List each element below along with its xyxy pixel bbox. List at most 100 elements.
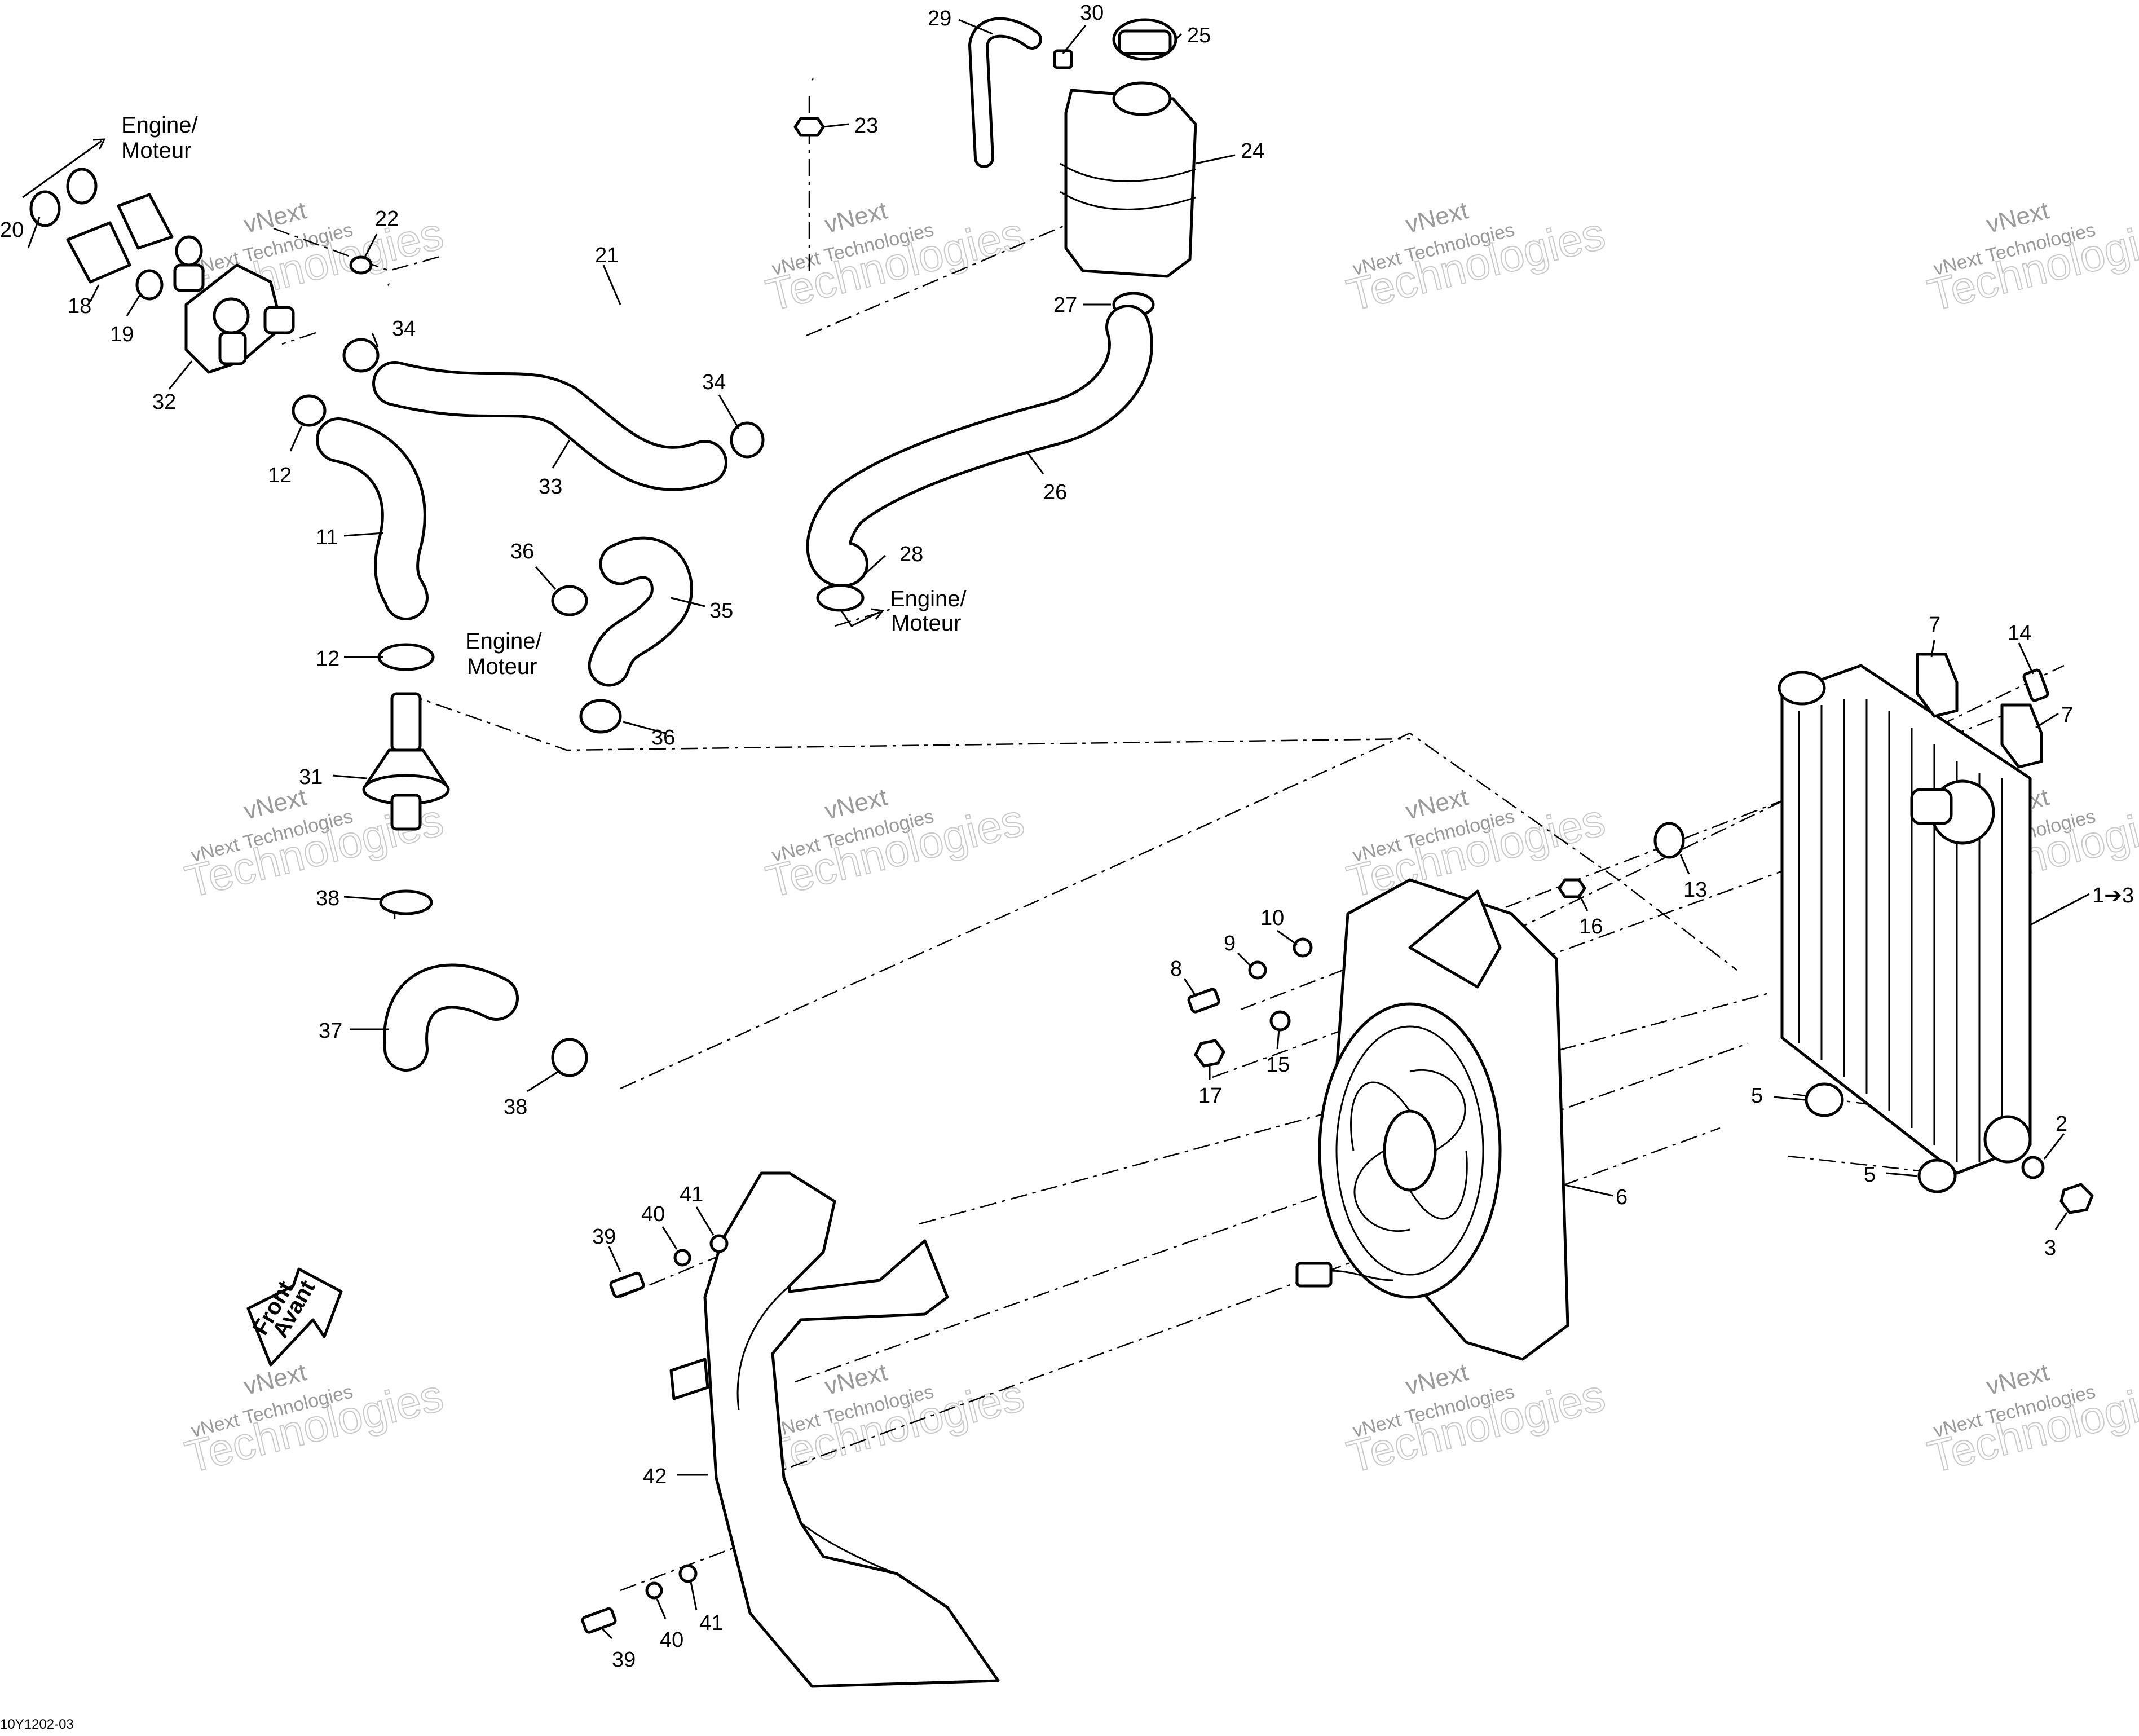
screw-8: [1187, 988, 1220, 1014]
washer-41-bottom: [678, 1564, 698, 1583]
callout-9: 9: [1224, 932, 1236, 955]
callout-12-bottom: 12: [316, 647, 339, 671]
washer-10: [1293, 937, 1313, 958]
engine-note-mid-line2: Moteur: [467, 654, 537, 679]
watermark: vNext vNext Technologies Technologies: [1342, 1358, 1611, 1483]
callout-19: 19: [110, 323, 134, 346]
washer-9: [1248, 960, 1267, 980]
watermark: vNext vNext Technologies Technologies: [180, 1358, 449, 1483]
callout-1-3: 1➔3: [2092, 884, 2134, 907]
callout-31: 31: [299, 765, 323, 789]
small-hoses-top-left: [29, 168, 203, 301]
bleed-hose: [387, 68, 814, 320]
radiator: [1778, 664, 2032, 1175]
engine-note-top-line2: Moteur: [121, 138, 192, 163]
clamp-22: [349, 255, 373, 275]
washer-2: [2021, 1156, 2045, 1179]
callout-16: 16: [1579, 915, 1603, 939]
washer-15: [1269, 1010, 1291, 1032]
watermark: vNext vNext Technologies Technologies: [761, 783, 1030, 907]
callout-42: 42: [643, 1465, 667, 1488]
callouts: 20 18 19 32 22 21 34 34 33 12 11 12 31 3…: [0, 1, 2134, 1672]
callout-38-bottom: 38: [504, 1095, 527, 1119]
callout-15: 15: [1266, 1053, 1290, 1077]
callout-39-top: 39: [592, 1225, 616, 1249]
bracket-7-top: [1916, 653, 1959, 718]
callout-2: 2: [2056, 1112, 2067, 1136]
callout-8: 8: [1170, 957, 1182, 981]
watermark: vNext vNext Technologies Technologies: [1342, 196, 1611, 321]
callout-36-bottom: 36: [651, 726, 675, 750]
callout-39-bottom: 39: [612, 1648, 636, 1672]
screw-14: [2022, 668, 2049, 702]
washer-41-top: [709, 1234, 729, 1253]
callout-12-top: 12: [268, 464, 292, 487]
screw-39-bottom: [581, 1607, 617, 1634]
clamp-38-bottom: [551, 1038, 588, 1077]
clamp-34-right: [730, 421, 765, 459]
callout-34-left: 34: [392, 317, 416, 341]
nut-23: [793, 117, 825, 137]
callout-18: 18: [68, 294, 91, 318]
watermark: vNext vNext Technologies Technologies: [1922, 1358, 2139, 1483]
callout-38-top: 38: [316, 887, 339, 910]
screw-39-top: [609, 1271, 645, 1298]
callout-26: 26: [1043, 481, 1067, 504]
svg-text:Technologies: Technologies: [1342, 1370, 1610, 1482]
callout-27: 27: [1053, 293, 1077, 317]
callout-24: 24: [1241, 139, 1264, 163]
callout-32: 32: [152, 390, 176, 414]
fan-assembly: [1295, 878, 1569, 1361]
callout-5-bottom: 5: [1864, 1163, 1876, 1187]
nut-16: [1558, 878, 1586, 898]
svg-text:Technologies: Technologies: [761, 208, 1029, 320]
callout-21: 21: [595, 244, 619, 267]
callout-6: 6: [1616, 1186, 1628, 1209]
engine-note-right-line2: Moteur: [891, 611, 962, 636]
parts-layer: Front Avant: [22, 17, 2094, 1688]
watermark: vNext vNext Technologies Technologies: [761, 1358, 1030, 1483]
bleed-hose-inner: [386, 65, 815, 324]
figure-code: 10Y1202-03: [0, 1717, 74, 1732]
nut-17: [1194, 1039, 1225, 1068]
washer-40-bottom: [645, 1581, 663, 1600]
engine-note-top-line1: Engine/: [121, 113, 199, 138]
callout-37: 37: [319, 1019, 342, 1043]
grommet-5-top: [1805, 1082, 1844, 1117]
grommet-13: [1653, 822, 1685, 859]
watermark: vNext vNext Technologies Technologies: [761, 196, 1030, 321]
callout-11: 11: [316, 526, 338, 549]
callout-20: 20: [0, 218, 24, 242]
callout-36-top: 36: [510, 540, 534, 563]
washer-40-top: [673, 1249, 691, 1267]
cap-25: [1112, 18, 1177, 61]
callout-41-bottom: 41: [699, 1611, 723, 1635]
svg-text:Technologies: Technologies: [180, 1370, 448, 1482]
callout-17: 17: [1198, 1084, 1222, 1108]
clamp-12-top: [292, 394, 327, 427]
clamp-38-top: [379, 889, 433, 915]
expansion-tank: [1060, 81, 1197, 278]
callout-40-top: 40: [641, 1202, 665, 1226]
svg-text:Technologies: Technologies: [761, 795, 1029, 907]
callout-35: 35: [709, 599, 733, 623]
callout-7-bottom: 7: [2061, 703, 2073, 727]
clamp-36-bottom: [579, 699, 622, 734]
callout-7-top: 7: [1929, 613, 1940, 637]
engine-arrow-top: [22, 138, 106, 199]
clamp-34-left: [342, 338, 380, 373]
callout-34-right: 34: [702, 371, 726, 394]
callout-25: 25: [1187, 24, 1211, 47]
callout-10: 10: [1260, 906, 1284, 930]
air-deflector: [669, 1171, 1000, 1688]
watermark: vNext vNext Technologies Technologies: [1922, 196, 2139, 321]
callout-33: 33: [539, 475, 562, 499]
callout-14: 14: [2008, 622, 2031, 645]
callout-13: 13: [1683, 878, 1707, 902]
callout-41-top: 41: [680, 1183, 703, 1206]
notes: Engine/ Moteur Engine/ Moteur Engine/ Mo…: [121, 113, 967, 679]
svg-text:Technologies: Technologies: [1342, 208, 1610, 320]
thermostat-housing: [173, 263, 295, 374]
